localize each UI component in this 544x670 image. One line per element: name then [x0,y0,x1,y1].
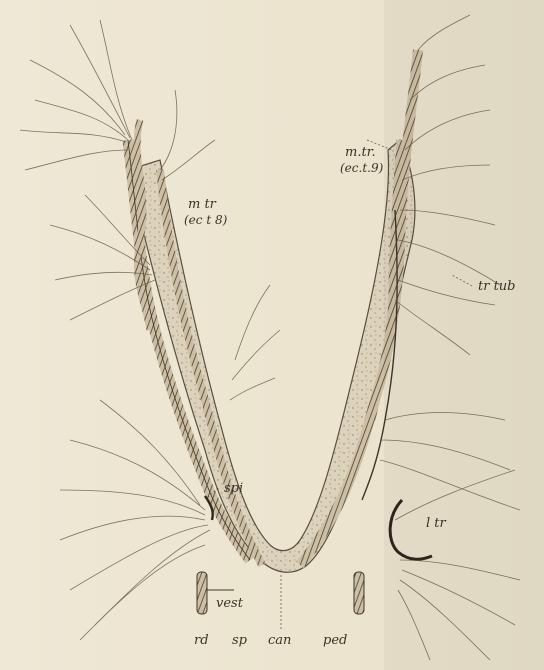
label-m-tr-left: m tr [188,198,216,211]
label-vest: vest [216,597,243,610]
label-tr-tub: tr tub [478,280,516,293]
pouch-outline [128,140,415,572]
label-m-tr-left-sub: (ec t 8) [184,214,227,226]
label-spi: spi [224,482,243,495]
label-rd: rd [194,634,209,647]
label-can: can [268,634,291,647]
label-sp: sp [232,634,247,647]
label-m-tr-right: m.tr. [345,146,376,159]
label-m-tr-right-sub: (ec.t.9) [340,162,383,174]
label-l-tr: l tr [426,517,446,530]
binding-shade [384,0,544,670]
label-ped: ped [323,634,347,647]
